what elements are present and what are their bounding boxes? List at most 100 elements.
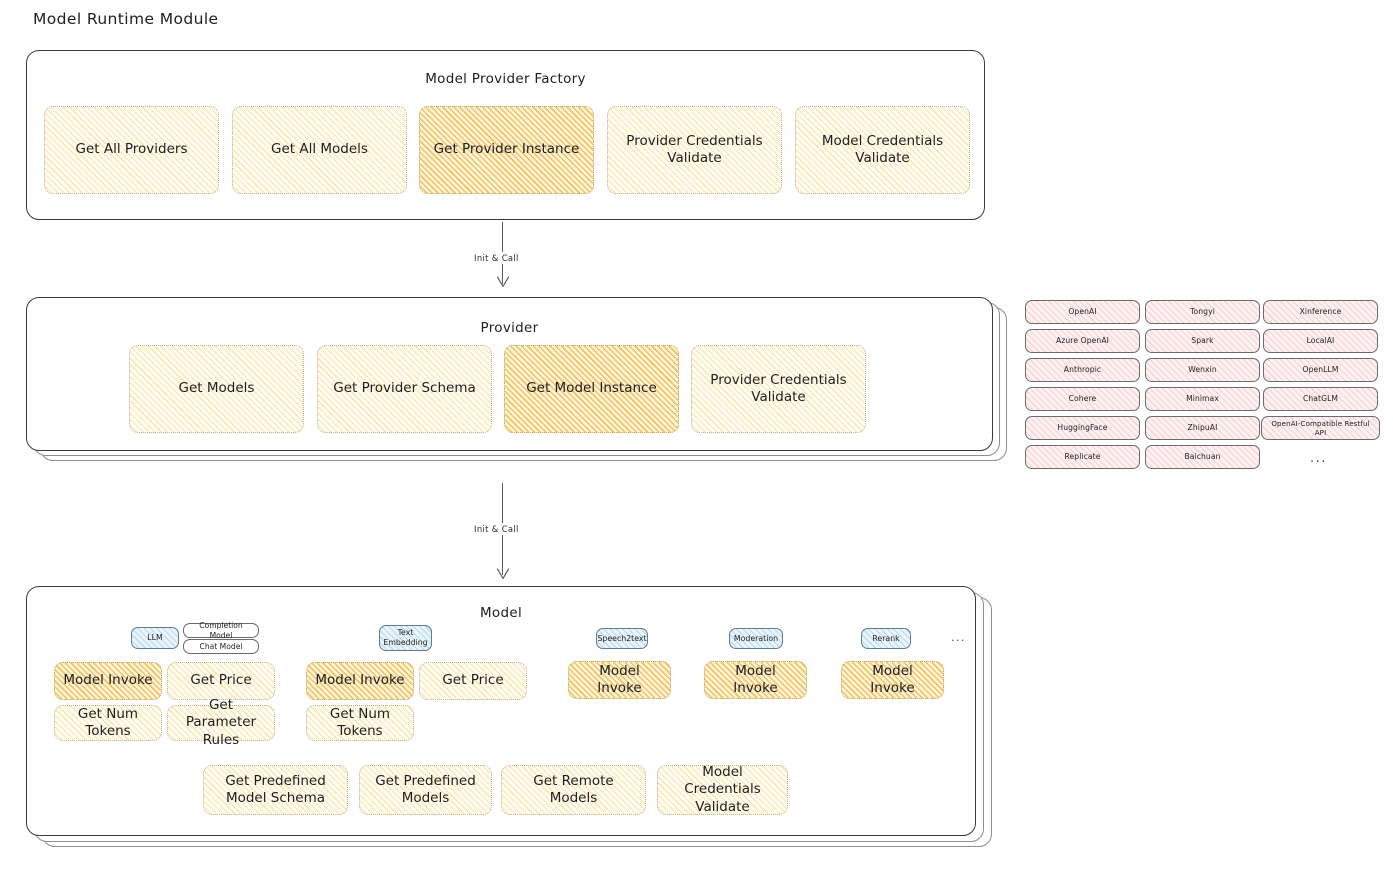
provider-chip-cohere[interactable]: Cohere <box>1025 387 1140 411</box>
text-embedding-method-get-num-tokens[interactable]: Get Num Tokens <box>306 705 414 741</box>
method-label: Model Invoke <box>870 662 915 696</box>
provider-chip-minimax[interactable]: Minimax <box>1145 387 1260 411</box>
arrow-provider-to-model-head <box>496 568 510 580</box>
provider-list-more: ... <box>1310 451 1327 466</box>
model-category-rerank[interactable]: Rerank <box>861 628 911 649</box>
model-provider-factory-title: Model Provider Factory <box>425 71 586 87</box>
factory-item-get-all-models[interactable]: Get All Models <box>232 106 407 194</box>
factory-item-model-credentials-validate[interactable]: Model Credentials Validate <box>795 106 970 194</box>
method-label: Model Credentials Validate <box>684 764 761 815</box>
factory-item-get-provider-instance[interactable]: Get Provider Instance <box>419 106 594 194</box>
method-label: Model Invoke <box>315 672 405 689</box>
model-category-speech2text[interactable]: Speech2text <box>596 628 648 649</box>
text-embedding-method-get-price[interactable]: Get Price <box>419 662 527 700</box>
model-subtype-chat-model[interactable]: Chat Model <box>183 639 259 654</box>
model-shared-get-remote-models[interactable]: Get Remote Models <box>501 765 646 815</box>
provider-chip-azure-openai[interactable]: Azure OpenAI <box>1025 329 1140 353</box>
provider-chip-label: Tongyi <box>1190 307 1215 317</box>
moderation-method-model-invoke[interactable]: Model Invoke <box>704 661 807 699</box>
provider-chip-openai[interactable]: OpenAI <box>1025 300 1140 324</box>
method-label: Get Predefined Models <box>375 772 476 806</box>
model-shared-model-credentials-validate[interactable]: Model Credentials Validate <box>657 764 788 815</box>
model-title: Model <box>479 605 523 621</box>
provider-item-provider-credentials-validate[interactable]: Provider Credentials Validate <box>691 345 866 433</box>
provider-chip-huggingface[interactable]: HuggingFace <box>1025 416 1140 440</box>
model-categories-more: ... <box>951 631 966 644</box>
method-label: Model Invoke <box>733 662 778 696</box>
model-subtype-label: Completion Model <box>199 620 243 640</box>
factory-item-get-all-providers[interactable]: Get All Providers <box>44 106 219 194</box>
provider-item-label: Get Model Instance <box>526 380 657 397</box>
factory-item-provider-credentials-validate[interactable]: Provider Credentials Validate <box>607 106 782 194</box>
model-category-label: Moderation <box>733 633 779 643</box>
model-shared-get-predefined-model-schema[interactable]: Get Predefined Model Schema <box>203 765 348 815</box>
factory-item-label: Provider Credentials Validate <box>626 132 763 166</box>
provider-chip-label: OpenAI-Compatible Restful API <box>1271 418 1370 437</box>
method-label: Get Num Tokens <box>329 705 391 739</box>
model-category-label: Speech2text <box>597 633 647 643</box>
provider-chip-wenxin[interactable]: Wenxin <box>1145 358 1260 382</box>
provider-chip-xinference[interactable]: Xinference <box>1263 300 1378 324</box>
provider-title: Provider <box>480 320 539 336</box>
provider-item-label: Get Models <box>178 380 255 397</box>
provider-chip-zhipuai[interactable]: ZhipuAI <box>1145 416 1260 440</box>
provider-chip-label: Anthropic <box>1063 365 1102 375</box>
model-category-label: Rerank <box>872 633 900 643</box>
model-subtype-completion-model[interactable]: Completion Model <box>183 620 259 640</box>
provider-chip-chatglm[interactable]: ChatGLM <box>1263 387 1378 411</box>
llm-method-get-price[interactable]: Get Price <box>167 662 275 700</box>
text-embedding-method-model-invoke[interactable]: Model Invoke <box>306 662 414 700</box>
provider-chip-label: Azure OpenAI <box>1056 336 1109 346</box>
provider-chip-label: Replicate <box>1064 452 1101 462</box>
method-label: Get Parameter Rules <box>185 697 257 748</box>
llm-method-get-parameter-rules[interactable]: Get Parameter Rules <box>167 697 275 748</box>
provider-chip-anthropic[interactable]: Anthropic <box>1025 358 1140 382</box>
provider-chip-replicate[interactable]: Replicate <box>1025 445 1140 469</box>
model-category-moderation[interactable]: Moderation <box>729 628 783 649</box>
method-label: Get Predefined Model Schema <box>225 772 326 806</box>
provider-item-get-models[interactable]: Get Models <box>129 345 304 433</box>
provider-chip-label: Wenxin <box>1188 365 1217 375</box>
speech2text-method-model-invoke[interactable]: Model Invoke <box>568 661 671 699</box>
provider-chip-label: ZhipuAI <box>1187 423 1218 433</box>
model-category-label: LLM <box>147 633 163 643</box>
model-category-label: Text Embedding <box>383 628 428 647</box>
provider-chip-openai-compatible-restful-api[interactable]: OpenAI-Compatible Restful API <box>1261 416 1380 440</box>
provider-chip-label: HuggingFace <box>1057 423 1108 433</box>
method-label: Get Price <box>442 672 504 689</box>
provider-chip-label: Spark <box>1191 336 1214 346</box>
model-shared-get-predefined-models[interactable]: Get Predefined Models <box>359 765 492 815</box>
provider-item-label: Provider Credentials Validate <box>710 371 847 405</box>
llm-method-get-num-tokens[interactable]: Get Num Tokens <box>54 705 162 741</box>
method-label: Model Invoke <box>597 662 642 696</box>
factory-item-label: Get Provider Instance <box>433 141 580 158</box>
provider-item-get-provider-schema[interactable]: Get Provider Schema <box>317 345 492 433</box>
provider-chip-baichuan[interactable]: Baichuan <box>1145 445 1260 469</box>
provider-chip-tongyi[interactable]: Tongyi <box>1145 300 1260 324</box>
provider-chip-label: LocalAI <box>1306 336 1335 346</box>
provider-chip-localai[interactable]: LocalAI <box>1263 329 1378 353</box>
arrow-factory-to-provider-head <box>496 276 510 288</box>
provider-chip-spark[interactable]: Spark <box>1145 329 1260 353</box>
factory-item-label: Get All Models <box>271 141 368 158</box>
provider-chip-label: Cohere <box>1068 394 1097 404</box>
method-label: Get Remote Models <box>533 772 614 806</box>
method-label: Get Price <box>190 672 252 689</box>
llm-method-model-invoke[interactable]: Model Invoke <box>54 662 162 700</box>
factory-item-label: Get All Providers <box>75 141 188 158</box>
method-label: Get Num Tokens <box>77 705 139 739</box>
arrow-provider-to-model-label: Init & Call <box>470 523 523 535</box>
provider-chip-openllm[interactable]: OpenLLM <box>1263 358 1378 382</box>
provider-item-get-model-instance[interactable]: Get Model Instance <box>504 345 679 433</box>
provider-chip-label: Baichuan <box>1184 452 1221 462</box>
model-subtype-label: Chat Model <box>199 641 243 651</box>
provider-chip-label: Minimax <box>1186 394 1219 404</box>
provider-item-label: Get Provider Schema <box>333 380 476 397</box>
page-title: Model Runtime Module <box>33 10 219 28</box>
arrow-factory-to-provider-label: Init & Call <box>470 252 523 264</box>
model-category-text-embedding[interactable]: Text Embedding <box>379 625 432 651</box>
rerank-method-model-invoke[interactable]: Model Invoke <box>841 661 944 699</box>
factory-item-label: Model Credentials Validate <box>821 132 944 166</box>
model-category-llm[interactable]: LLM <box>131 627 179 649</box>
